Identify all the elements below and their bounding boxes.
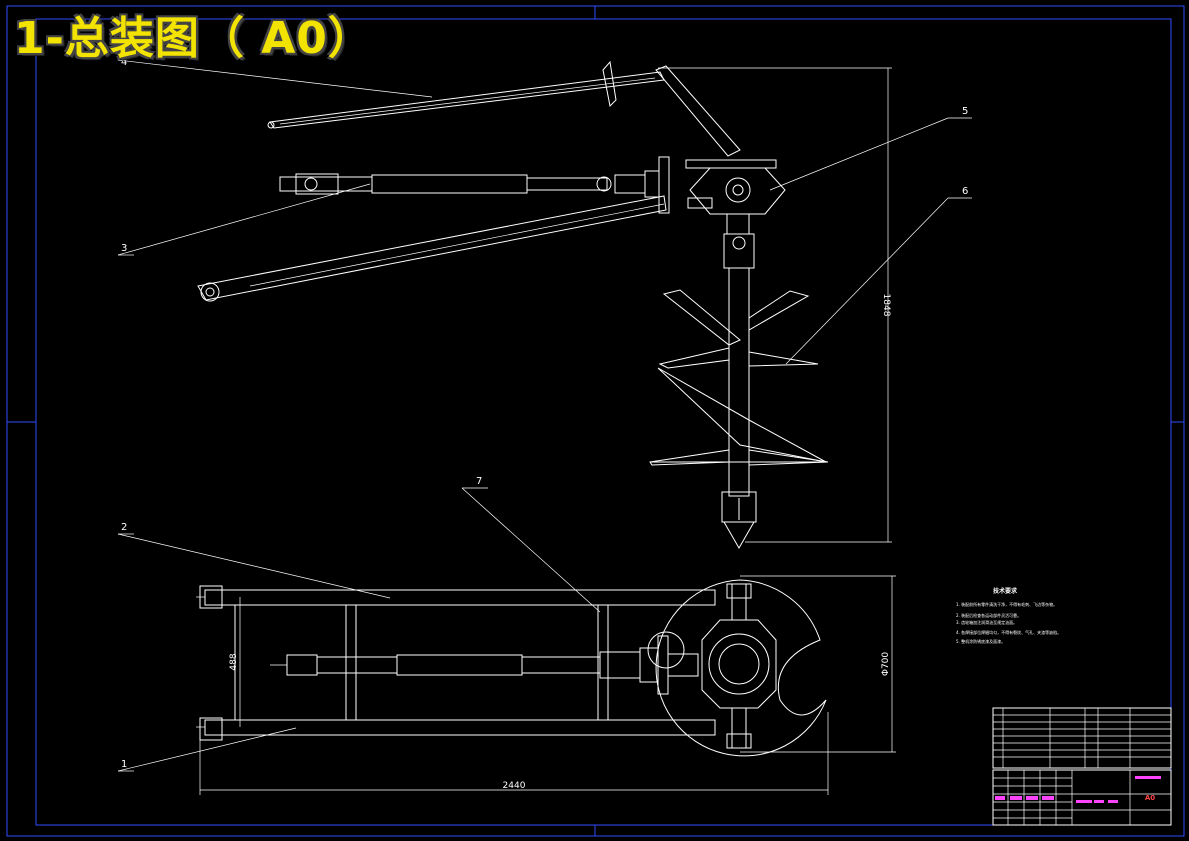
gearbox bbox=[689, 167, 786, 215]
tech-req-item-3: 3. 齿轮箱加注润滑油至规定油面。 bbox=[956, 619, 1017, 625]
lower-strut bbox=[197, 195, 667, 301]
dim-frame-text: 488 bbox=[229, 653, 239, 670]
part-label-5: 5 bbox=[962, 106, 968, 117]
dim-height-text: 1848 bbox=[881, 294, 891, 317]
boom-assembly-front-view bbox=[197, 60, 829, 550]
tech-req-item-5: 5. 整机涂防锈底漆及面漆。 bbox=[956, 638, 1005, 644]
leaders bbox=[117, 59, 972, 772]
gearbox-plan bbox=[701, 619, 777, 709]
lower-rail bbox=[204, 719, 716, 736]
dim-diameter-text: Φ700 bbox=[881, 652, 891, 677]
shaft-coupling bbox=[723, 233, 755, 269]
drill-tip bbox=[723, 521, 755, 550]
plan-view bbox=[196, 579, 827, 757]
dimension-height: 1848 bbox=[658, 67, 892, 543]
upper-rail bbox=[204, 589, 716, 606]
handle-grip bbox=[602, 60, 617, 108]
part-label-6: 6 bbox=[962, 186, 968, 197]
dimension-frame-width: 488 bbox=[229, 597, 241, 727]
part-label-3: 3 bbox=[121, 243, 127, 254]
part-label-7: 7 bbox=[476, 476, 482, 487]
sheet-border bbox=[6, 5, 1185, 837]
disk-plate bbox=[655, 579, 827, 757]
tube-main bbox=[371, 174, 528, 194]
tech-req-item-4: 4. 各焊接部位焊缝均匀，不得有裂纹、气孔、夹渣等缺陷。 bbox=[956, 629, 1061, 635]
link-arm bbox=[655, 65, 741, 157]
drill-shaft bbox=[728, 267, 750, 497]
tech-req-item-1: 1. 装配前所有零件清洗干净，不得有毛刺、飞边等杂物。 bbox=[956, 601, 1057, 607]
dim-width-text: 2440 bbox=[503, 781, 526, 791]
auger-flights bbox=[649, 289, 829, 466]
drawing-title: 1-总装图（ A0） bbox=[14, 13, 373, 64]
tube-rear bbox=[279, 176, 373, 192]
technical-requirements: 技术要求 1. 装配前所有零件清洗干净，不得有毛刺、飞边等杂物。 2. 装配后检… bbox=[956, 587, 1061, 644]
dimension-width: 2440 bbox=[199, 712, 829, 795]
part-label-4: 4 bbox=[121, 57, 127, 68]
tech-req-item-2: 2. 装配后检查各运动部件灵活可靠。 bbox=[956, 612, 1021, 618]
part-label-2: 2 bbox=[121, 522, 127, 533]
dimension-diameter: Φ700 bbox=[740, 575, 896, 753]
tech-req-title: 技术要求 bbox=[993, 587, 1018, 595]
part-label-1: 1 bbox=[121, 759, 127, 770]
title-block-material: A0 bbox=[1145, 794, 1155, 802]
title-block: A0 bbox=[992, 707, 1172, 826]
